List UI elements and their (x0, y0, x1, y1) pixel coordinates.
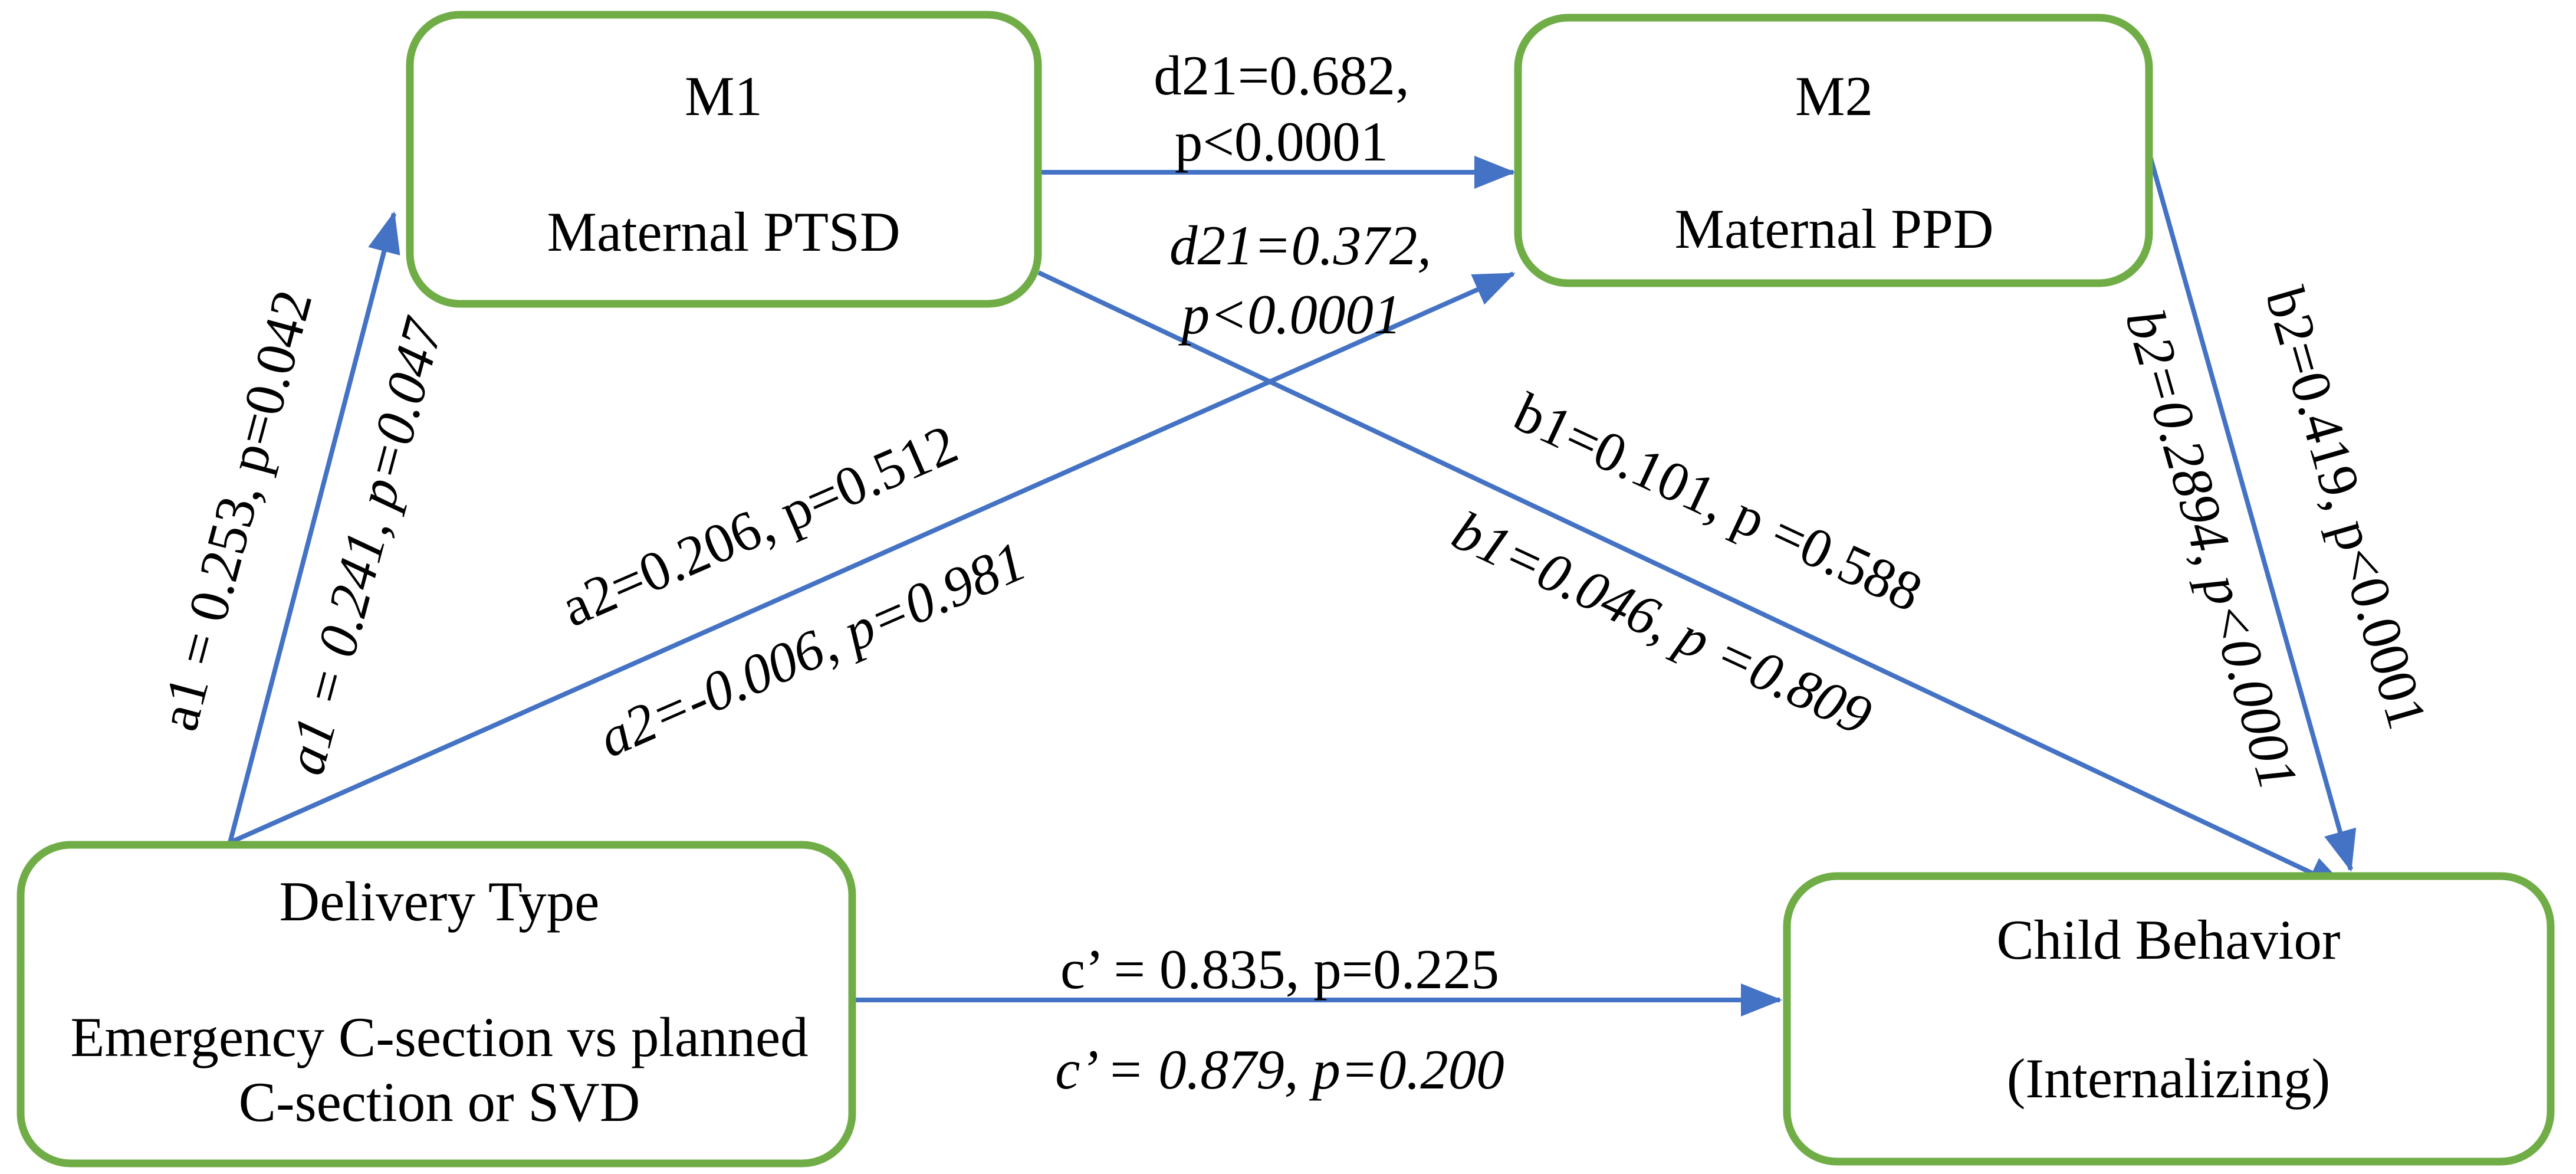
label-c-prime-model2: c’ = 0.879, p=0.200 (1055, 1038, 1504, 1101)
arrow-b2-m2-to-child (2147, 151, 2357, 872)
arrow-b1-m1-to-child (1037, 270, 2350, 892)
arrow-a1-delivery-to-m1 (228, 211, 400, 844)
label-b2-model1: b2=0.419, p<0.0001 (2253, 280, 2439, 735)
node-child-subtitle: (Internalizing) (2007, 1047, 2331, 1110)
label-a1-model1: a1 = 0.253, p=0.042 (147, 284, 324, 737)
label-d21-model2-line2: p<0.0001 (1178, 283, 1402, 346)
node-m1-code: M1 (685, 65, 763, 127)
node-child-title: Child Behavior (1996, 909, 2340, 971)
node-delivery-desc-line1: Emergency C-section vs planned (70, 1006, 808, 1068)
node-m1-label: Maternal PTSD (547, 201, 901, 263)
node-m2-label: Maternal PPD (1675, 198, 1994, 260)
node-m1-box (406, 11, 1042, 308)
node-delivery-box (17, 841, 856, 1168)
label-c-prime-model1: c’ = 0.835, p=0.225 (1060, 938, 1499, 1001)
node-child-box (1783, 872, 2555, 1166)
node-delivery-title: Delivery Type (280, 870, 600, 933)
label-d21-model1-line1: d21=0.682, (1154, 44, 1409, 107)
node-delivery-desc-line2: C-section or SVD (239, 1071, 640, 1133)
arrow-a2-delivery-to-m2 (229, 271, 1516, 845)
label-d21-model2-line1: d21=0.372, (1169, 214, 1431, 277)
label-d21-model1-line2: p<0.0001 (1175, 110, 1388, 173)
node-m2-box (1514, 14, 2153, 287)
node-m2-code: M2 (1795, 65, 1873, 127)
